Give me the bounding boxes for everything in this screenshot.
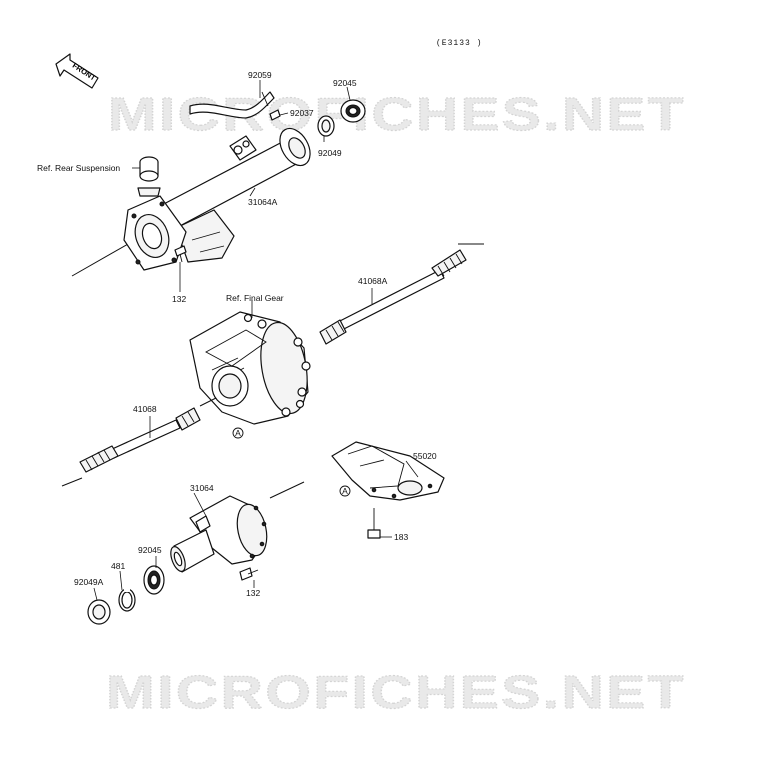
callout-183: 183: [394, 532, 408, 542]
callout-92037: 92037: [290, 108, 314, 118]
bearing-92045-top: [340, 99, 366, 123]
callout-31064A: 31064A: [248, 197, 278, 207]
suspension-bushing: [137, 156, 161, 197]
callout-41068: 41068: [133, 404, 157, 414]
axis-line-mid: [199, 397, 217, 407]
leader-lines: [93, 80, 419, 601]
hose-clip-92037: [269, 109, 281, 121]
watermark-bottom: MICROFICHES.NET: [106, 666, 686, 718]
callout-55020: 55020: [413, 451, 437, 461]
circlip-481: [118, 588, 136, 612]
callout-92045-bottom: 92045: [138, 545, 162, 555]
marker-a-mid: A: [339, 485, 351, 497]
breather-hose-92059: [189, 91, 275, 119]
drive-shaft-41068A: [319, 243, 484, 345]
bearing-92045-bottom: [143, 565, 165, 595]
callout-41068A: 41068A: [358, 276, 388, 286]
drive-shaft-41068: [61, 407, 201, 487]
callout-92049: 92049: [318, 148, 342, 158]
front-arrow-icon: FRONT: [55, 53, 99, 89]
marker-a-mid-label: A: [342, 486, 348, 496]
guard-plate-55020: [331, 441, 445, 501]
callout-132-bottom: 132: [246, 588, 260, 598]
oil-seal-92049: [317, 115, 335, 137]
bolt-132-bottom: [239, 567, 259, 581]
callout-132-top: 132: [172, 294, 186, 304]
callout-481: 481: [111, 561, 125, 571]
marker-a-top-label: A: [235, 428, 241, 438]
bolt-132-top: [174, 245, 187, 263]
callout-92045-top: 92045: [333, 78, 357, 88]
oil-seal-92049A: [87, 599, 111, 625]
final-gear-case: [189, 311, 311, 425]
callout-31064: 31064: [190, 483, 214, 493]
callout-92049A: 92049A: [74, 577, 104, 587]
watermark-top: MICROFICHES.NET: [108, 88, 686, 140]
callout-ref-final-gear: Ref. Final Gear: [226, 293, 284, 303]
callout-ref-rear-suspension: Ref. Rear Suspension: [37, 163, 120, 173]
bolt-183: [367, 508, 381, 539]
marker-a-top: A: [232, 427, 244, 439]
axle-housing-31064A: [71, 127, 311, 277]
diagram-code: (E3133 ): [436, 39, 482, 48]
callout-92059: 92059: [248, 70, 272, 80]
axle-housing-31064: [170, 481, 305, 573]
